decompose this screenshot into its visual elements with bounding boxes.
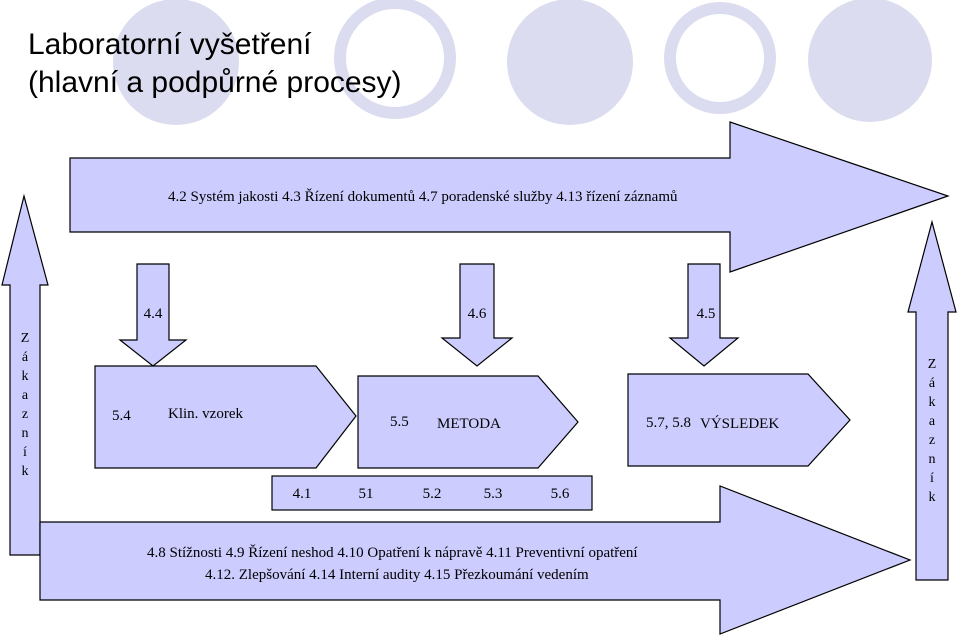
- down-arrow-label: 4.5: [697, 306, 716, 322]
- right-letter: á: [929, 376, 936, 391]
- process-step-code: 5.7, 5.8: [646, 415, 691, 431]
- bottom-process-arrow: [39, 485, 912, 635]
- left-letter: k: [22, 369, 29, 384]
- right-letter: k: [929, 490, 936, 505]
- right-letter: k: [929, 395, 936, 410]
- left-letter: n: [22, 426, 29, 441]
- process-step-label: VÝSLEDEK: [700, 415, 779, 432]
- decor-circle: [113, 0, 239, 125]
- left-customer-arrow: [1, 193, 49, 556]
- down-arrow-4-4: [118, 263, 188, 367]
- support-item: 5.3: [484, 486, 503, 502]
- support-item: 5.2: [423, 486, 442, 502]
- decor-circle: [808, 0, 932, 122]
- support-item: 5.6: [551, 486, 570, 502]
- process-step-method: [357, 375, 579, 469]
- right-customer-arrow: [907, 219, 957, 581]
- process-step-sample: [94, 365, 357, 469]
- down-arrow-4-6: [440, 263, 514, 367]
- right-letter: í: [930, 471, 934, 486]
- right-letter: n: [929, 452, 936, 467]
- support-processes-box: [271, 475, 593, 511]
- left-letter: z: [22, 407, 28, 422]
- decorative-circles: [113, 0, 932, 125]
- left-customer-label: Z á k a z n í k: [21, 331, 30, 479]
- down-arrow-label: 4.6: [468, 306, 487, 322]
- top-arrow-text: 4.2 Systém jakosti 4.3 Řízení dokumentů …: [168, 188, 678, 205]
- support-item: 4.1: [293, 486, 312, 502]
- down-arrow-4-5: [668, 263, 740, 367]
- down-arrow-label: 4.4: [144, 306, 163, 322]
- left-letter: k: [22, 464, 29, 479]
- decor-ring: [334, 0, 456, 119]
- bottom-arrow-line2: 4.12. Zlepšování 4.14 Interní audity 4.1…: [205, 567, 589, 583]
- process-step-label: METODA: [437, 416, 501, 432]
- page-title-line1: Laboratorní vyšetření: [28, 28, 312, 61]
- left-letter: a: [22, 388, 29, 403]
- decor-circle: [507, 0, 633, 125]
- right-letter: a: [929, 414, 936, 429]
- bottom-arrow-line1: 4.8 Stížnosti 4.9 Řízení neshod 4.10 Opa…: [147, 544, 638, 561]
- left-letter: í: [23, 445, 27, 460]
- process-step-code: 5.5: [390, 414, 409, 430]
- process-step-label: Klin. vzorek: [168, 406, 243, 422]
- page-title-line2: (hlavní a podpůrné procesy): [28, 66, 402, 99]
- left-letter: Z: [21, 331, 30, 346]
- right-letter: Z: [928, 357, 937, 372]
- support-item: 51: [359, 486, 374, 502]
- process-step-result: [627, 373, 851, 467]
- left-letter: á: [22, 350, 29, 365]
- process-step-code: 5.4: [112, 408, 131, 424]
- top-process-arrow: [69, 121, 950, 273]
- right-customer-label: Z á k a z n í k: [928, 357, 937, 505]
- right-letter: z: [929, 433, 935, 448]
- decor-ring: [664, 2, 776, 114]
